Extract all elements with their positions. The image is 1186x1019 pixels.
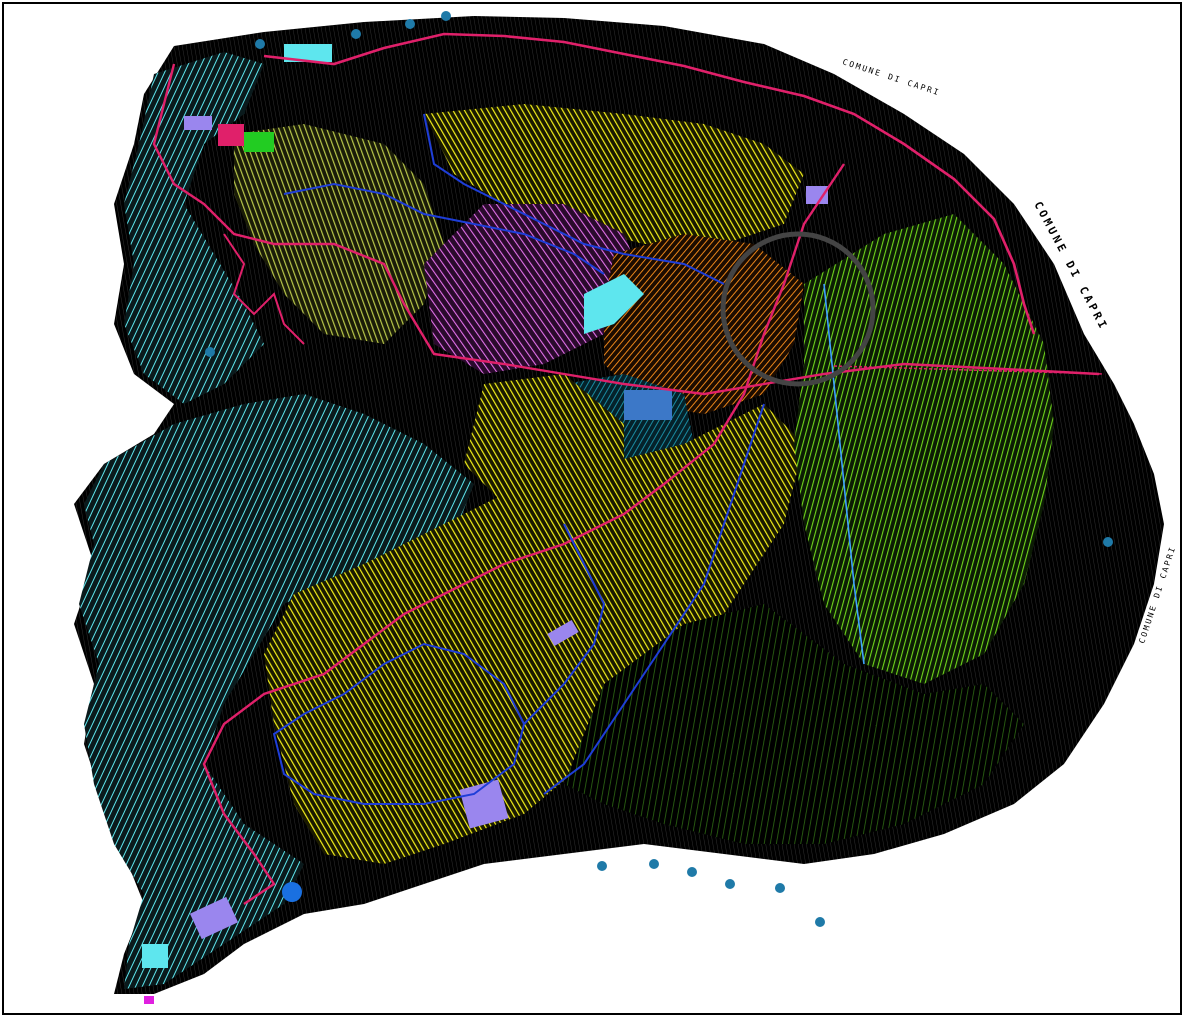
lavender-patch-4 <box>624 390 672 420</box>
blue-path-2 <box>423 113 725 285</box>
cyan-block-southwest <box>142 944 168 968</box>
lavender-patch-3 <box>547 619 579 647</box>
blue-path-5 <box>523 523 606 725</box>
blue-line-vertical <box>823 283 865 665</box>
yellow-zone-south <box>264 404 804 864</box>
olive-zone-north <box>234 124 444 344</box>
lavender-patch-2 <box>189 896 239 940</box>
green-slopes-east <box>794 214 1054 684</box>
coast-markers <box>205 11 1113 927</box>
lavender-patch-6 <box>218 124 244 146</box>
dark-green-zone-southeast <box>564 604 1024 844</box>
lavender-patch-1 <box>459 779 509 829</box>
cable-line <box>833 365 1105 375</box>
yellow-zone-mid <box>464 374 624 514</box>
cyan-lake <box>584 274 644 334</box>
blue-marker-southwest <box>282 882 302 902</box>
coastal-cyan-zone-northwest <box>124 52 264 404</box>
highlight-circle[interactable] <box>720 231 876 387</box>
anacapri-land-use-map: COMUNE DI CAPRI COMUNE DI CAPRI COMUNE D… <box>74 11 1177 1004</box>
road-pink-south <box>202 163 845 905</box>
coastal-cyan-zone-west <box>79 394 474 989</box>
blue-path-3 <box>543 403 765 795</box>
magenta-marker-south <box>144 996 154 1004</box>
lavender-patch-5 <box>806 186 828 204</box>
main-road-pink <box>263 32 1036 335</box>
green-sports-field <box>244 132 274 152</box>
road-pink-west <box>152 63 1100 396</box>
road-pink-loop <box>223 233 305 345</box>
lavender-patch-7 <box>184 116 212 130</box>
cyan-block-north <box>284 44 332 62</box>
blue-path-1 <box>283 182 605 275</box>
